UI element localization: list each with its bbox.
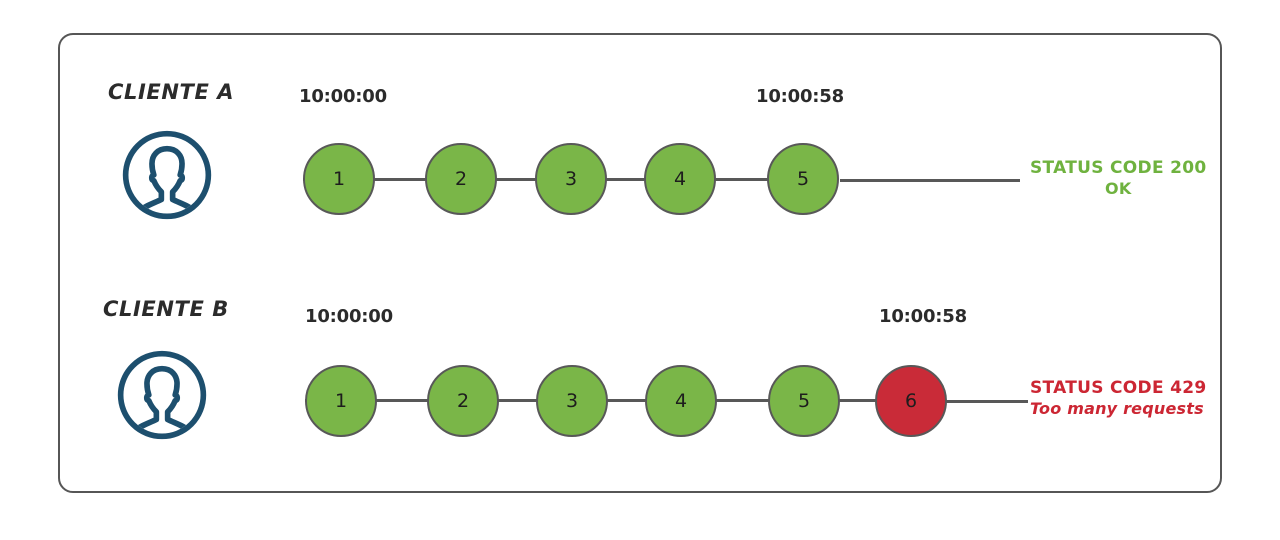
request-node-label: 4: [674, 390, 688, 412]
status-message-b: Too many requests: [1030, 399, 1204, 419]
diagram-card: [58, 33, 1222, 493]
timestamp-start-a: 10:00:00: [299, 86, 387, 107]
request-node[interactable]: 1: [303, 143, 375, 215]
connector-tail-a: [840, 179, 1020, 182]
request-node-label: 6: [904, 390, 918, 412]
timestamp-start-b: 10:00:00: [305, 306, 393, 327]
connector-tail-b: [944, 400, 1028, 403]
request-node[interactable]: 5: [767, 143, 839, 215]
status-message-a: OK: [1105, 179, 1132, 199]
request-node[interactable]: 4: [644, 143, 716, 215]
user-avatar-icon: [115, 348, 209, 442]
request-node[interactable]: 6: [875, 365, 947, 437]
request-node-label: 1: [332, 168, 346, 190]
request-node[interactable]: 5: [768, 365, 840, 437]
request-node-label: 4: [673, 168, 687, 190]
user-avatar-icon: [120, 128, 214, 222]
request-node-label: 1: [334, 390, 348, 412]
request-node[interactable]: 1: [305, 365, 377, 437]
request-node-label: 5: [797, 390, 811, 412]
request-node-label: 3: [565, 390, 579, 412]
request-node[interactable]: 2: [425, 143, 497, 215]
client-label-a: CLIENTE A: [108, 80, 235, 104]
status-code-a: STATUS CODE 200: [1030, 158, 1207, 178]
status-badge-b: STATUS CODE 429 Too many requests: [1030, 378, 1206, 419]
request-node-label: 5: [796, 168, 810, 190]
timestamp-end-a: 10:00:58: [756, 86, 844, 107]
status-code-b: STATUS CODE 429: [1030, 378, 1207, 398]
client-label-b: CLIENTE B: [103, 297, 229, 321]
request-node[interactable]: 2: [427, 365, 499, 437]
request-node-label: 2: [454, 168, 468, 190]
timestamp-end-b: 10:00:58: [879, 306, 967, 327]
request-node-label: 2: [456, 390, 470, 412]
request-node[interactable]: 3: [535, 143, 607, 215]
request-node[interactable]: 3: [536, 365, 608, 437]
request-node-label: 3: [564, 168, 578, 190]
request-node[interactable]: 4: [645, 365, 717, 437]
status-badge-a: STATUS CODE 200 OK: [1030, 158, 1206, 199]
connector-chain-b: [305, 399, 925, 402]
